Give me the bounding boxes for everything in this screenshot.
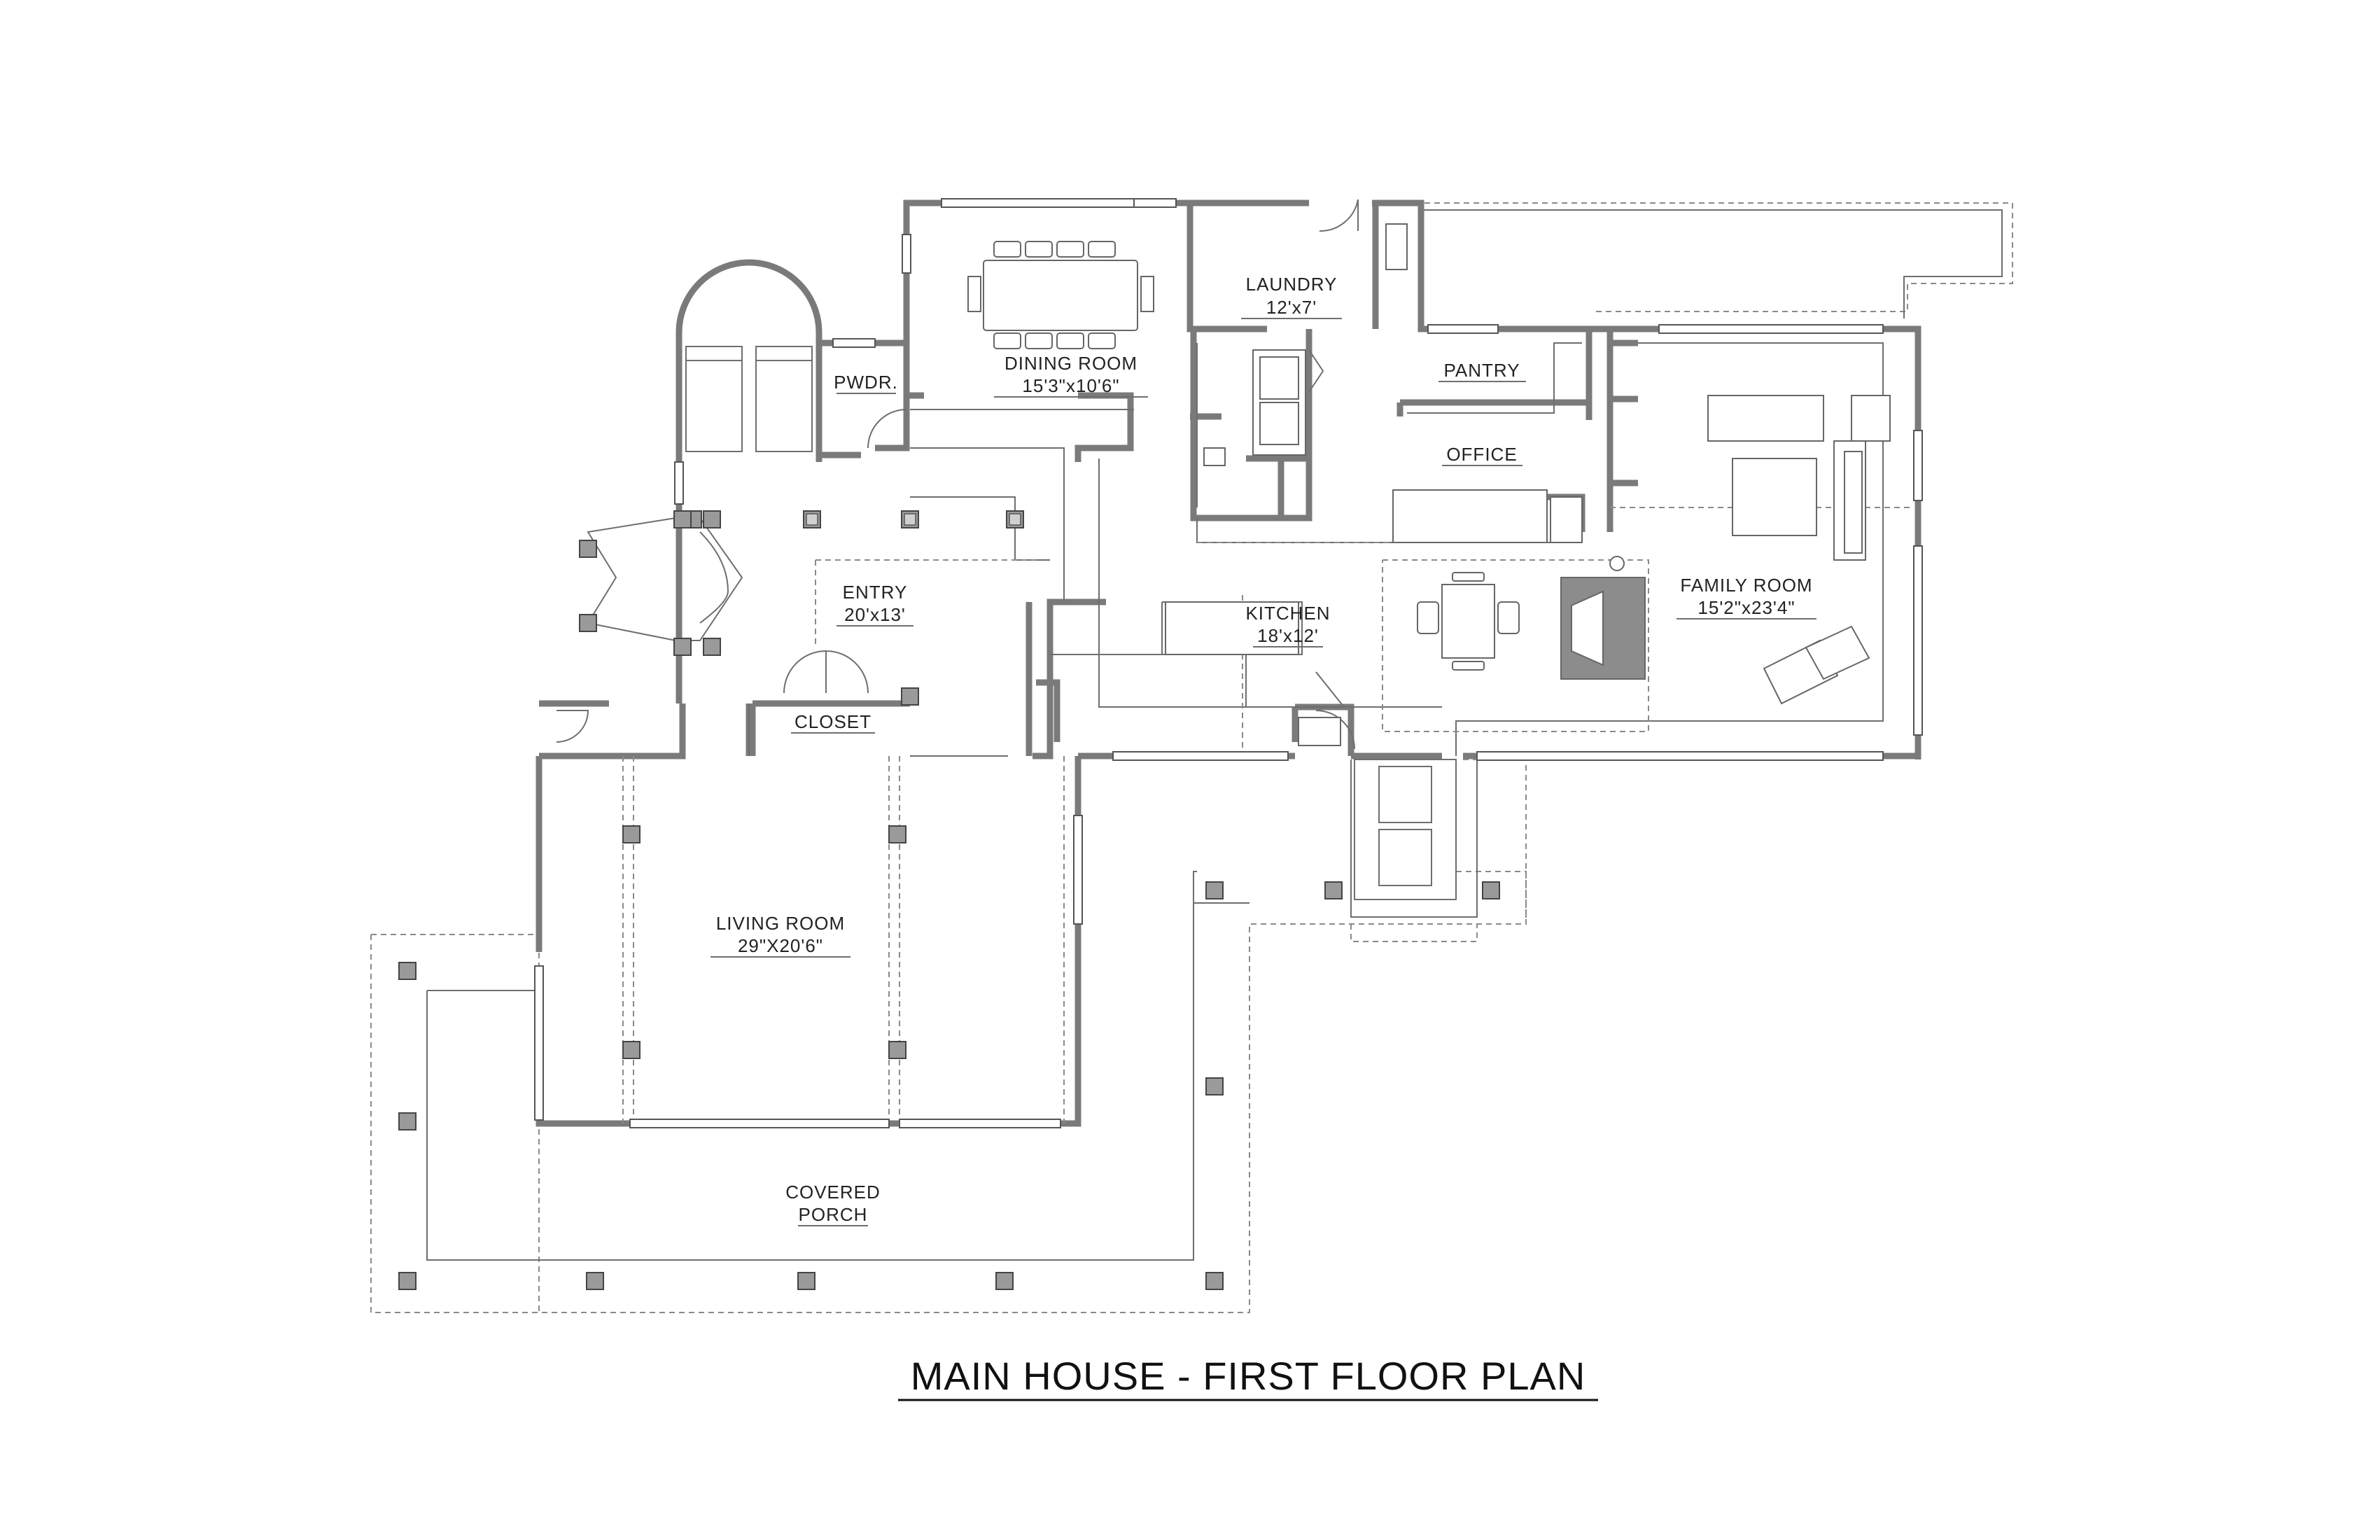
terrace-outline bbox=[1421, 202, 2013, 318]
office-label: OFFICE bbox=[1446, 444, 1517, 465]
porch-label-line1: COVERED bbox=[785, 1182, 881, 1203]
family-label: FAMILY ROOM bbox=[1680, 575, 1812, 596]
dining-size: 15'3"x10'6" bbox=[1022, 375, 1119, 396]
laundry-fixtures bbox=[1203, 223, 1408, 466]
dining-table bbox=[967, 241, 1154, 349]
living-label: LIVING ROOM bbox=[716, 913, 845, 934]
exterior-walls bbox=[536, 200, 1921, 1127]
covered-porch-outline bbox=[370, 871, 1527, 1313]
family-furniture bbox=[1707, 395, 1891, 705]
entry-label: ENTRY bbox=[843, 582, 908, 603]
entry-bay bbox=[556, 199, 1359, 750]
pwdr-label: PWDR. bbox=[834, 372, 898, 393]
dining-label: DINING ROOM bbox=[1004, 353, 1138, 374]
laundry-size: 12'x7' bbox=[1266, 297, 1317, 318]
porch-label-line2: PORCH bbox=[799, 1204, 868, 1225]
plan-title-group: MAIN HOUSE - FIRST FLOOR PLAN bbox=[898, 1354, 1598, 1401]
entry-size: 20'x13' bbox=[844, 604, 906, 625]
plan-title: MAIN HOUSE - FIRST FLOOR PLAN bbox=[911, 1354, 1586, 1398]
closet-label: CLOSET bbox=[794, 711, 872, 732]
breakfast-table bbox=[1417, 572, 1520, 671]
family-size: 15'2"x23'4" bbox=[1698, 597, 1795, 618]
fireplace bbox=[1560, 556, 1646, 680]
pantry-label: PANTRY bbox=[1443, 360, 1520, 381]
laundry-label: LAUNDRY bbox=[1246, 274, 1338, 295]
office-counters bbox=[1392, 489, 1583, 543]
columns bbox=[398, 510, 1500, 1290]
kitchen-label: KITCHEN bbox=[1245, 603, 1330, 624]
kitchen-size: 18'x12' bbox=[1257, 625, 1319, 646]
staircase bbox=[685, 346, 813, 452]
room-labels: LAUNDRY 12'x7' DINING ROOM 15'3"x10'6" P… bbox=[710, 274, 1816, 1226]
kitchen-fixtures bbox=[1165, 601, 1345, 746]
living-size: 29"X20'6" bbox=[738, 935, 823, 956]
windows bbox=[534, 198, 1923, 1128]
